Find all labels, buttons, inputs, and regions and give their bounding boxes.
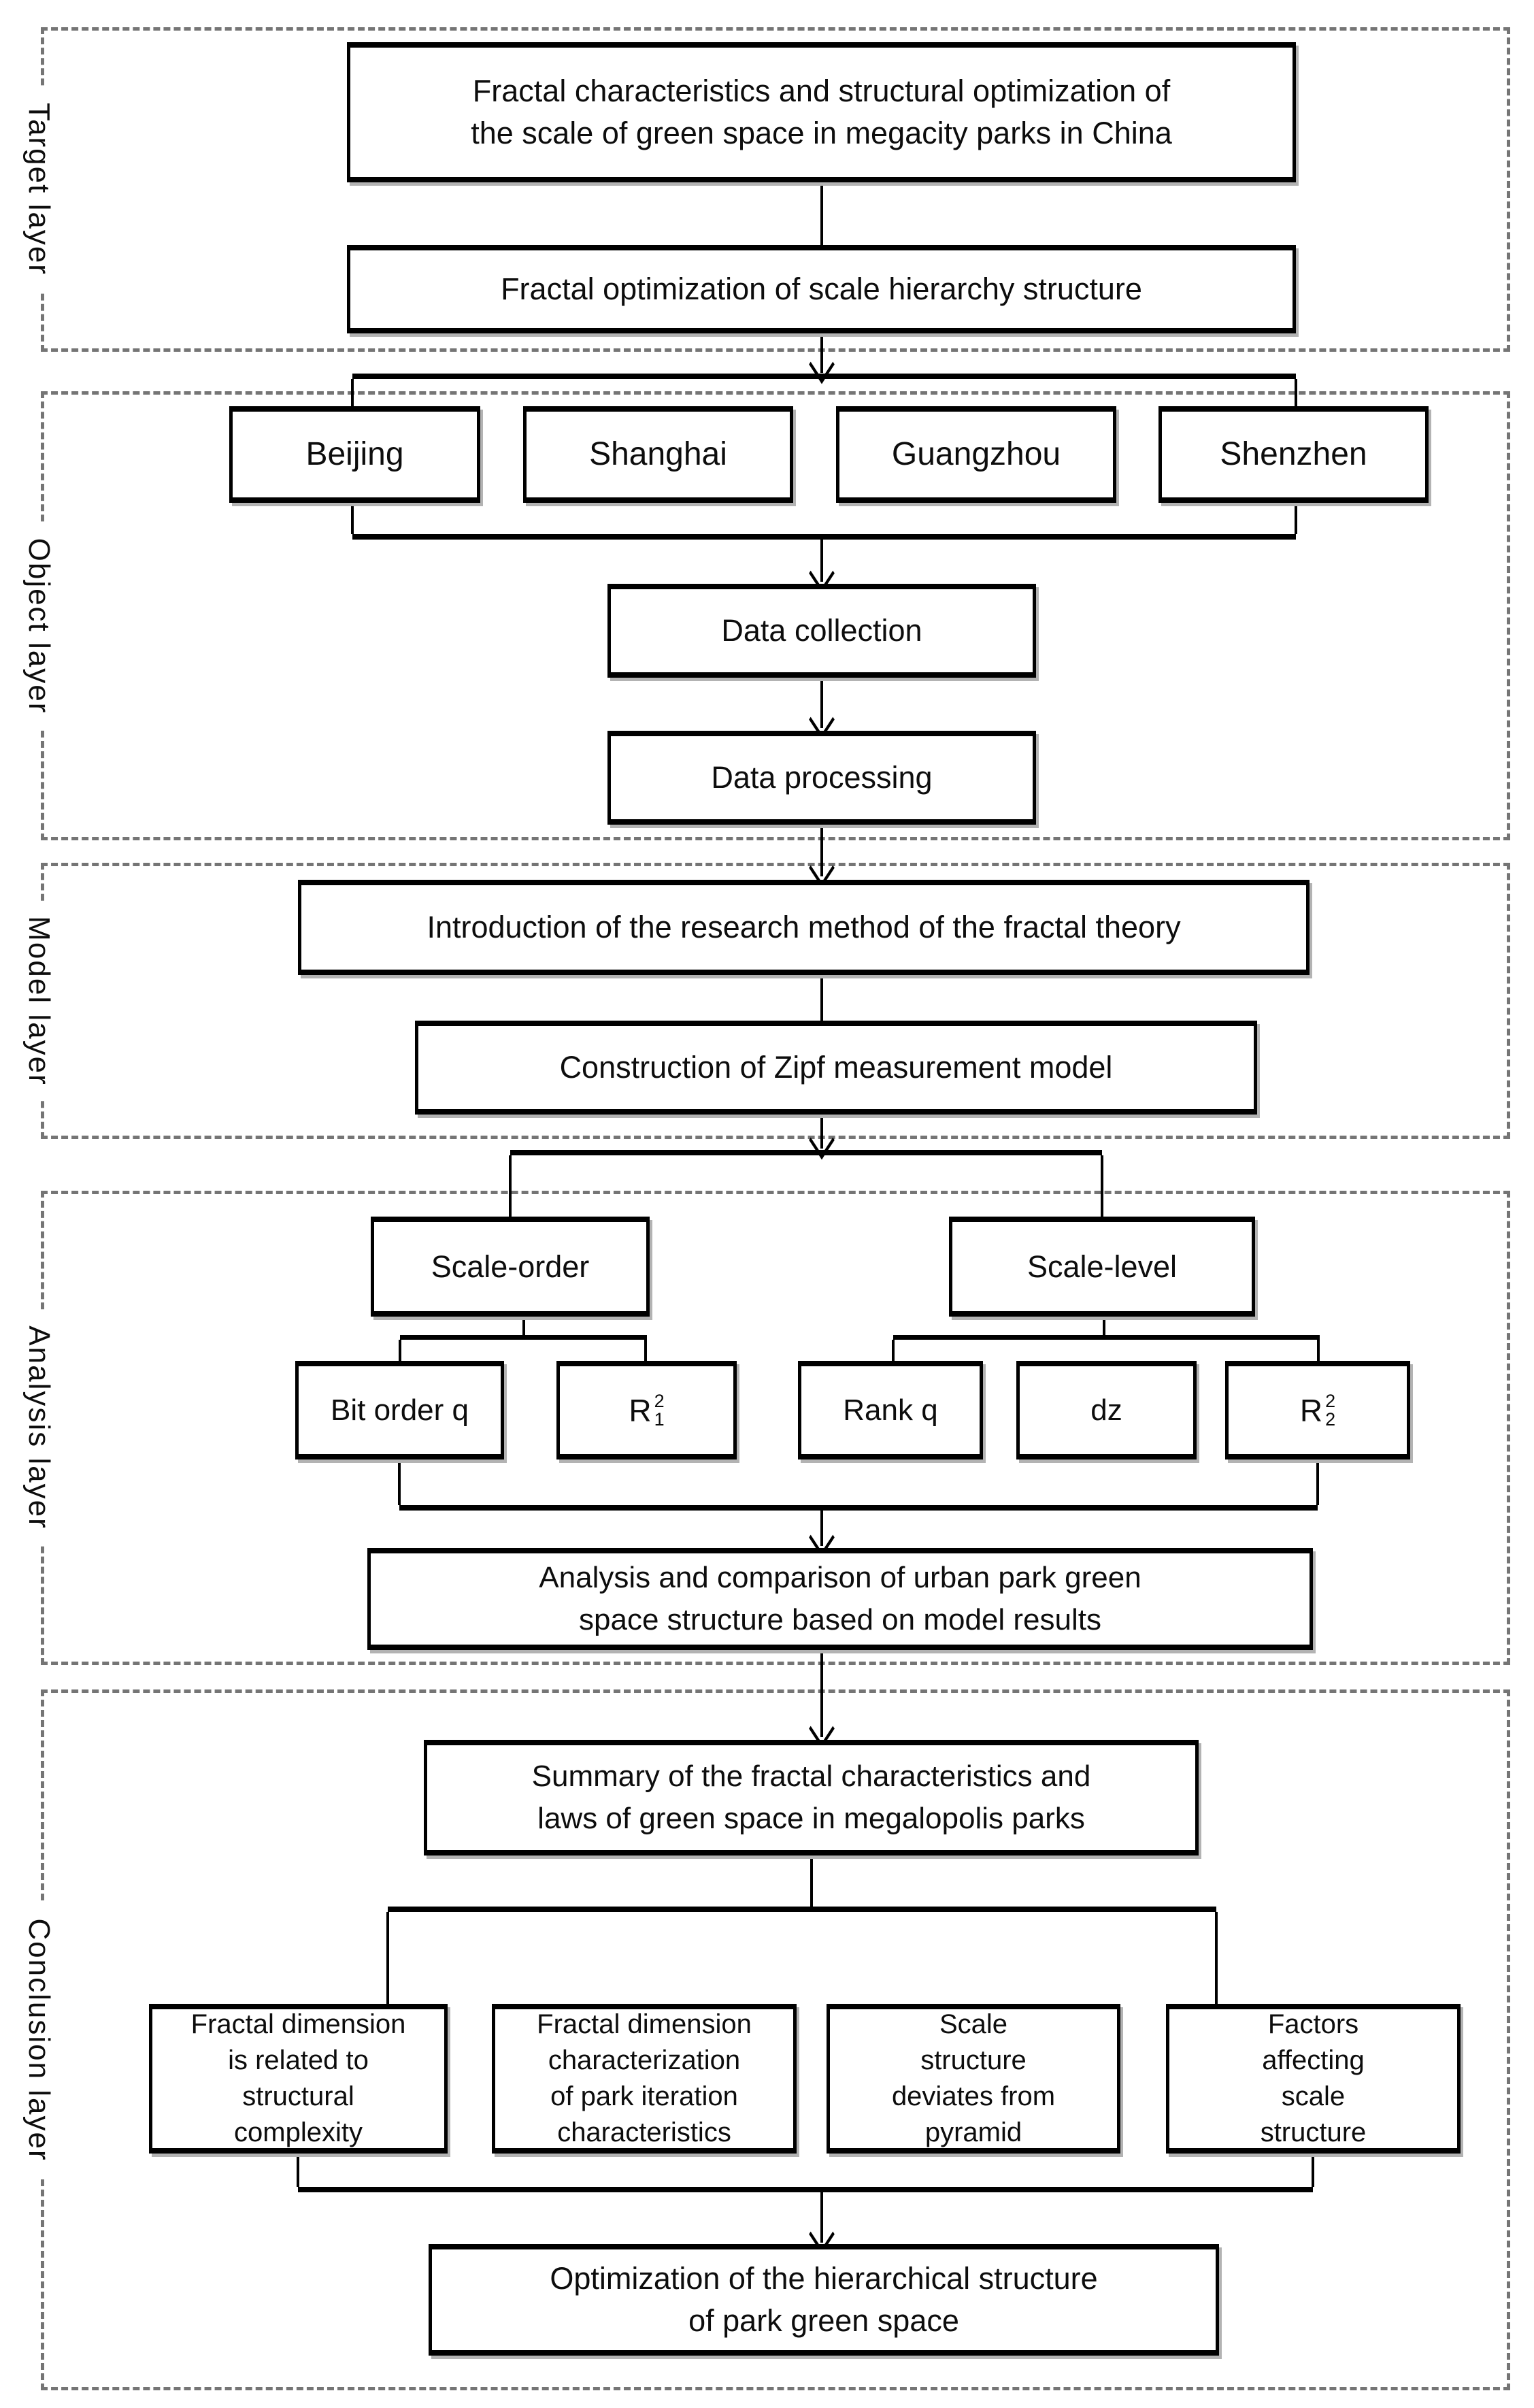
r2-exponent: 2	[1325, 1390, 1336, 1411]
box-analysis-comparison: Analysis and comparison of urban park gr…	[367, 1548, 1313, 1650]
box-scale-level: Scale-level	[949, 1217, 1255, 1317]
box-beijing: Beijing	[229, 406, 480, 503]
box-r-squared-1: R 2 1	[556, 1361, 737, 1459]
r2-index: 2	[1325, 1408, 1336, 1430]
arrow-cities-to-data-collection	[807, 540, 837, 582]
box-conclusion-1: Fractal dimension is related to structur…	[149, 2004, 448, 2154]
connector-scale-order-bar	[400, 1335, 647, 1340]
arrow-target-to-object	[807, 333, 837, 373]
box-shanghai: Shanghai	[523, 406, 793, 503]
connector-bit-order-down	[398, 1459, 401, 1505]
layer-label-analysis: Analysis layer	[19, 1310, 59, 1545]
layer-label-target: Target layer	[19, 88, 59, 291]
box-shenzhen: Shenzhen	[1158, 406, 1429, 503]
connector-r2-down	[1316, 1459, 1319, 1505]
connector-bar-to-beijing	[351, 379, 354, 408]
layer-label-model: Model layer	[19, 901, 59, 1101]
box-optimization: Optimization of the hierarchical structu…	[429, 2244, 1219, 2356]
connector-scale-level-bar	[893, 1335, 1320, 1340]
connector-introduction-to-construction	[820, 975, 823, 1021]
box-scale-order: Scale-order	[371, 1217, 650, 1317]
connector-scale-order-stub	[522, 1317, 525, 1335]
connector-to-r1	[644, 1340, 647, 1362]
arrow-to-optimization	[807, 2192, 837, 2243]
box-guangzhou: Guangzhou	[836, 406, 1116, 503]
r1-index: 1	[654, 1408, 665, 1430]
connector-conclusions-bottom-bar	[298, 2187, 1313, 2192]
box-conclusion-4: Factors affecting scale structure	[1166, 2004, 1461, 2154]
box-summary: Summary of the fractal characteristics a…	[424, 1740, 1199, 1856]
connector-conclusion-1-down	[297, 2154, 299, 2187]
box-bit-order-q: Bit order q	[295, 1361, 504, 1459]
layer-label-conclusion: Conclusion layer	[19, 1903, 59, 2177]
connector-summary-stub	[810, 1856, 813, 1907]
connector-bar-to-shenzhen	[1295, 379, 1297, 408]
r2-scripts: 2 2	[1325, 1390, 1336, 1430]
connector-to-rank-q	[892, 1340, 895, 1362]
box-data-processing: Data processing	[607, 731, 1036, 825]
connector-bar-to-conclusion-1	[386, 1912, 389, 2004]
connector-to-r2	[1317, 1340, 1320, 1362]
connector-to-bit-order	[399, 1340, 401, 1362]
arrow-to-analysis-box	[807, 1511, 837, 1546]
connector-cities-bottom-bar	[352, 534, 1296, 540]
box-research-title: Fractal characteristics and structural o…	[347, 42, 1296, 182]
arrow-collection-to-processing	[807, 678, 837, 728]
r1-base-label: R	[629, 1392, 652, 1428]
box-dz: dz	[1016, 1361, 1197, 1459]
connector-title-to-optimization	[820, 182, 823, 245]
arrow-model-to-analysis	[807, 1115, 837, 1149]
r1-scripts: 2 1	[654, 1390, 665, 1430]
r2-base-label: R	[1299, 1392, 1323, 1428]
box-conclusion-2: Fractal dimension characterization of pa…	[492, 2004, 797, 2154]
layer-label-object: Object layer	[19, 523, 59, 729]
connector-cities-top-bar	[352, 374, 1296, 379]
box-rank-q: Rank q	[798, 1361, 983, 1459]
arrow-object-to-model	[807, 825, 837, 876]
box-conclusion-3: Scale structure deviates from pyramid	[827, 2004, 1120, 2154]
box-r-squared-2: R 2 2	[1225, 1361, 1410, 1459]
arrow-analysis-to-conclusion	[807, 1650, 837, 1737]
connector-indicators-bar	[399, 1505, 1318, 1511]
connector-shenzhen-to-bar	[1295, 503, 1297, 534]
connector-split-bar	[510, 1150, 1102, 1155]
connector-beijing-to-bar	[351, 503, 354, 534]
box-fractal-optimization: Fractal optimization of scale hierarchy …	[347, 245, 1296, 333]
connector-conclusion-4-down	[1312, 2154, 1314, 2187]
r1-exponent: 2	[654, 1390, 665, 1411]
connector-scale-level-stub	[1103, 1317, 1105, 1335]
connector-bar-to-conclusion-4	[1215, 1912, 1218, 2004]
connector-split-to-scale-level	[1101, 1155, 1103, 1217]
box-introduction: Introduction of the research method of t…	[298, 880, 1310, 975]
box-construction-zipf: Construction of Zipf measurement model	[415, 1021, 1257, 1115]
connector-split-to-scale-order	[509, 1155, 512, 1217]
box-data-collection: Data collection	[607, 584, 1036, 678]
connector-conclusions-top-bar	[388, 1907, 1216, 1912]
